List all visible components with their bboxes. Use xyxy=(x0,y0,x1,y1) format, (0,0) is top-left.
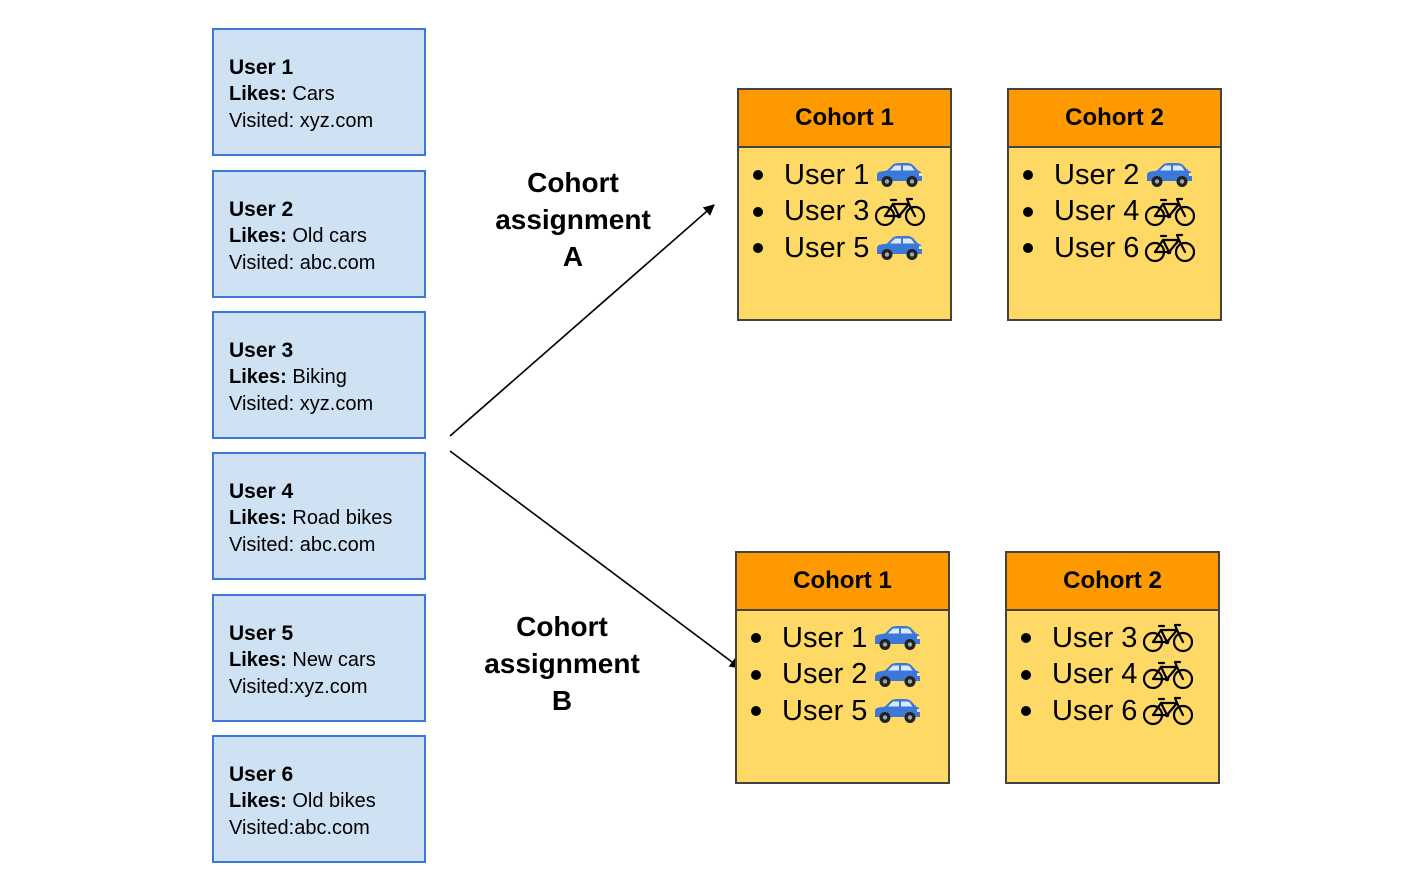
car-icon xyxy=(872,625,922,651)
user-likes: Likes: Cars xyxy=(229,83,335,105)
bike-icon xyxy=(1144,233,1196,263)
cohort-member-list: User 1 User 3 User 5 xyxy=(739,148,950,267)
arrow-to-assignment-a xyxy=(449,204,715,437)
cohort-title: Cohort 2 xyxy=(1009,90,1220,148)
user-card: User 2 Likes: Old cars Visited: abc.com xyxy=(212,170,426,298)
cohort-box: Cohort 1 User 1 User 3 User 5 xyxy=(737,88,952,321)
user-likes: Likes: New cars xyxy=(229,649,376,671)
assignment-a-label: Cohort assignment A xyxy=(473,164,673,275)
user-name: User 2 xyxy=(229,198,294,221)
user-card: User 1 Likes: Cars Visited: xyz.com xyxy=(212,28,426,156)
user-visited: Visited: abc.com xyxy=(229,534,376,556)
car-icon xyxy=(872,698,922,724)
cohort-title: Cohort 2 xyxy=(1007,553,1218,611)
cohort-title: Cohort 1 xyxy=(737,553,948,611)
user-card: User 4 Likes: Road bikes Visited: abc.co… xyxy=(212,452,426,580)
car-icon xyxy=(874,235,924,261)
car-icon xyxy=(1144,162,1194,188)
arrow-to-assignment-b xyxy=(449,450,741,669)
user-name: User 6 xyxy=(229,763,294,786)
member-name: User 3 xyxy=(1052,621,1138,654)
bike-icon xyxy=(1142,623,1194,653)
user-name: User 1 xyxy=(229,56,294,79)
member-name: User 4 xyxy=(1054,195,1140,228)
list-item: User 4 xyxy=(1021,657,1218,694)
user-likes: Likes: Old cars xyxy=(229,225,367,247)
bullet xyxy=(1023,206,1033,217)
bullet xyxy=(751,706,761,717)
cohort-member-list: User 2 User 4 User 6 xyxy=(1009,148,1220,267)
member-name: User 5 xyxy=(782,694,868,727)
bike-icon xyxy=(1144,197,1196,227)
label-line: assignment xyxy=(495,204,651,235)
bullet xyxy=(751,669,761,680)
bullet xyxy=(753,206,763,217)
cohort-member-list: User 1 User 2 User 5 xyxy=(737,611,948,730)
list-item: User 5 xyxy=(753,230,950,267)
bullet xyxy=(751,633,761,644)
car-icon xyxy=(874,162,924,188)
user-visited: Visited: xyz.com xyxy=(229,393,374,415)
member-name: User 3 xyxy=(784,195,870,228)
bullet xyxy=(1023,243,1033,254)
user-visited: Visited: abc.com xyxy=(229,252,376,274)
member-name: User 2 xyxy=(782,658,868,691)
member-name: User 1 xyxy=(782,621,868,654)
member-name: User 1 xyxy=(784,158,870,191)
cohort-box: Cohort 2 User 3 User 4 User 6 xyxy=(1005,551,1220,784)
member-name: User 5 xyxy=(784,231,870,264)
label-line: Cohort xyxy=(527,167,619,198)
bullet xyxy=(753,243,763,254)
bike-icon xyxy=(1142,696,1194,726)
bike-icon xyxy=(1142,660,1194,690)
cohort-title: Cohort 1 xyxy=(739,90,950,148)
bullet xyxy=(1021,706,1031,717)
bullet xyxy=(1023,170,1033,181)
user-name: User 4 xyxy=(229,480,294,503)
user-name: User 5 xyxy=(229,622,294,645)
user-visited: Visited:abc.com xyxy=(229,817,370,839)
bullet xyxy=(1021,633,1031,644)
list-item: User 2 xyxy=(1023,157,1220,194)
cohort-box: Cohort 1 User 1 User 2 User 5 xyxy=(735,551,950,784)
list-item: User 1 xyxy=(751,620,948,657)
list-item: User 3 xyxy=(1021,620,1218,657)
car-icon xyxy=(872,662,922,688)
bullet xyxy=(1021,669,1031,680)
list-item: User 2 xyxy=(751,657,948,694)
user-likes: Likes: Old bikes xyxy=(229,790,376,812)
list-item: User 6 xyxy=(1021,693,1218,730)
user-card: User 5 Likes: New cars Visited:xyz.com xyxy=(212,594,426,722)
label-line: B xyxy=(551,685,573,716)
list-item: User 6 xyxy=(1023,230,1220,267)
member-name: User 2 xyxy=(1054,158,1140,191)
list-item: User 4 xyxy=(1023,194,1220,231)
user-visited: Visited:xyz.com xyxy=(229,676,368,698)
cohort-member-list: User 3 User 4 User 6 xyxy=(1007,611,1218,730)
user-likes: Likes: Road bikes xyxy=(229,507,393,529)
list-item: User 5 xyxy=(751,693,948,730)
user-likes: Likes: Biking xyxy=(229,366,347,388)
bike-icon xyxy=(874,197,926,227)
user-card: User 6 Likes: Old bikes Visited:abc.com xyxy=(212,735,426,863)
label-line: Cohort xyxy=(516,611,608,642)
bullet xyxy=(753,170,763,181)
cohort-box: Cohort 2 User 2 User 4 User 6 xyxy=(1007,88,1222,321)
label-line: assignment xyxy=(484,648,640,679)
list-item: User 3 xyxy=(753,194,950,231)
user-name: User 3 xyxy=(229,339,294,362)
label-line: A xyxy=(562,241,584,272)
member-name: User 4 xyxy=(1052,658,1138,691)
user-card: User 3 Likes: Biking Visited: xyz.com xyxy=(212,311,426,439)
member-name: User 6 xyxy=(1052,694,1138,727)
assignment-b-label: Cohort assignment B xyxy=(462,608,662,719)
user-visited: Visited: xyz.com xyxy=(229,110,374,132)
list-item: User 1 xyxy=(753,157,950,194)
member-name: User 6 xyxy=(1054,231,1140,264)
